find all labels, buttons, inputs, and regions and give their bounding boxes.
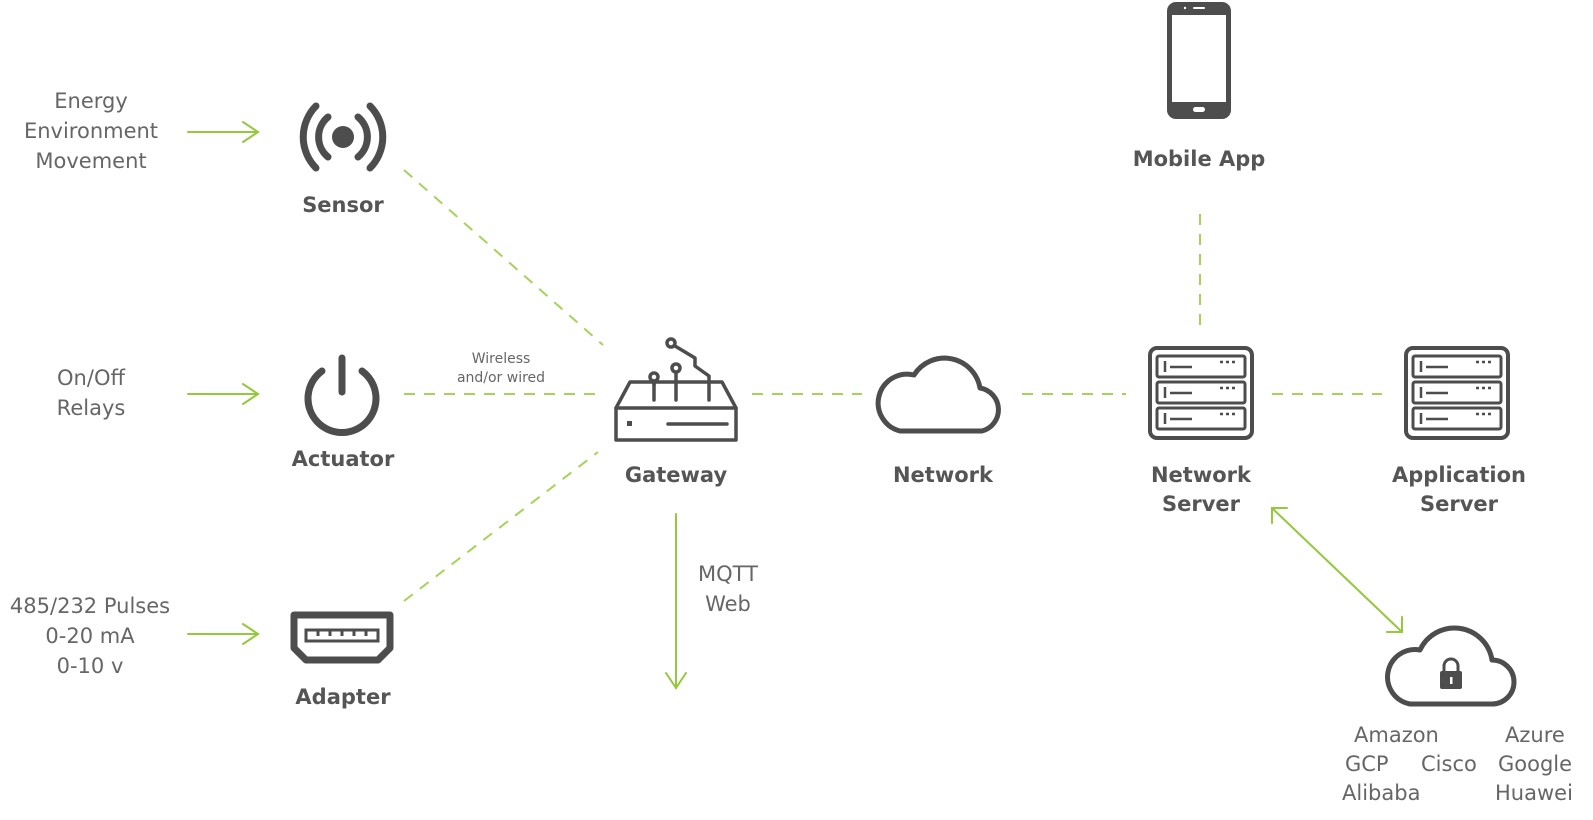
adapter-input-volts: 0-10 v xyxy=(56,654,124,678)
protocol-mqtt: MQTT xyxy=(698,562,758,586)
actuator-input-onoff: On/Off xyxy=(57,366,125,390)
provider-google: Google xyxy=(1498,752,1573,776)
adapter-input-list: 485/232 Pulses 0-20 mA 0-10 v xyxy=(0,591,180,681)
sensor-icon xyxy=(299,102,387,172)
provider-amazon: Amazon xyxy=(1354,723,1439,747)
input-arrows xyxy=(187,121,260,645)
server-cloud-arrow xyxy=(1271,507,1403,633)
gateway-output-arrow xyxy=(665,513,687,690)
application-server-label: Application Server xyxy=(1384,461,1534,519)
power-icon xyxy=(304,354,380,436)
network-label: Network xyxy=(892,463,993,487)
connection-note: Wireless and/or wired xyxy=(446,350,556,388)
provider-azure: Azure xyxy=(1505,723,1565,747)
adapter-input-ma: 0-20 mA xyxy=(45,624,135,648)
secure-cloud-lock-icon xyxy=(1385,625,1517,707)
connection-note-line1: Wireless xyxy=(471,351,531,367)
dashed-connections xyxy=(403,169,1382,602)
sensor-input-list: Energy Environment Movement xyxy=(10,86,172,176)
mobile-app-label: Mobile App xyxy=(1132,147,1266,171)
adapter-label: Adapter xyxy=(295,685,391,709)
protocol-web: Web xyxy=(705,592,751,616)
mobile-phone-icon xyxy=(1167,2,1231,119)
sensor-gateway-link xyxy=(403,169,604,346)
application-server-label-line1: Application xyxy=(1392,463,1526,487)
gateway-label: Gateway xyxy=(624,463,728,487)
network-server-label-line1: Network xyxy=(1150,463,1251,487)
actuator-label: Actuator xyxy=(291,447,395,471)
application-server-icon xyxy=(1404,346,1510,440)
port-connector-icon xyxy=(290,611,394,664)
sensor-input-movement: Movement xyxy=(35,149,147,173)
provider-gcp: GCP xyxy=(1345,752,1389,776)
gateway-router-icon xyxy=(614,337,738,442)
actuator-input-list: On/Off Relays xyxy=(10,363,172,423)
sensor-input-energy: Energy xyxy=(54,89,128,113)
gateway-output-protocols: MQTT Web xyxy=(688,559,768,619)
network-server-icon xyxy=(1148,346,1254,440)
provider-huawei: Huawei xyxy=(1495,781,1573,805)
sensor-input-environment: Environment xyxy=(23,119,159,143)
network-cloud-icon xyxy=(875,355,1001,434)
actuator-input-arrow xyxy=(187,383,260,405)
network-server-label: Network Server xyxy=(1138,461,1264,519)
adapter-input-arrow xyxy=(187,623,260,645)
adapter-gateway-link xyxy=(403,451,599,602)
sensor-label: Sensor xyxy=(302,193,384,217)
connection-note-line2: and/or wired xyxy=(456,370,546,386)
sensor-input-arrow xyxy=(187,121,260,143)
network-server-label-line2: Server xyxy=(1161,492,1240,516)
provider-alibaba: Alibaba xyxy=(1342,781,1421,805)
provider-cisco: Cisco xyxy=(1421,752,1477,776)
application-server-label-line2: Server xyxy=(1419,492,1498,516)
actuator-input-relays: Relays xyxy=(56,396,126,420)
adapter-input-pulses: 485/232 Pulses xyxy=(9,594,171,618)
